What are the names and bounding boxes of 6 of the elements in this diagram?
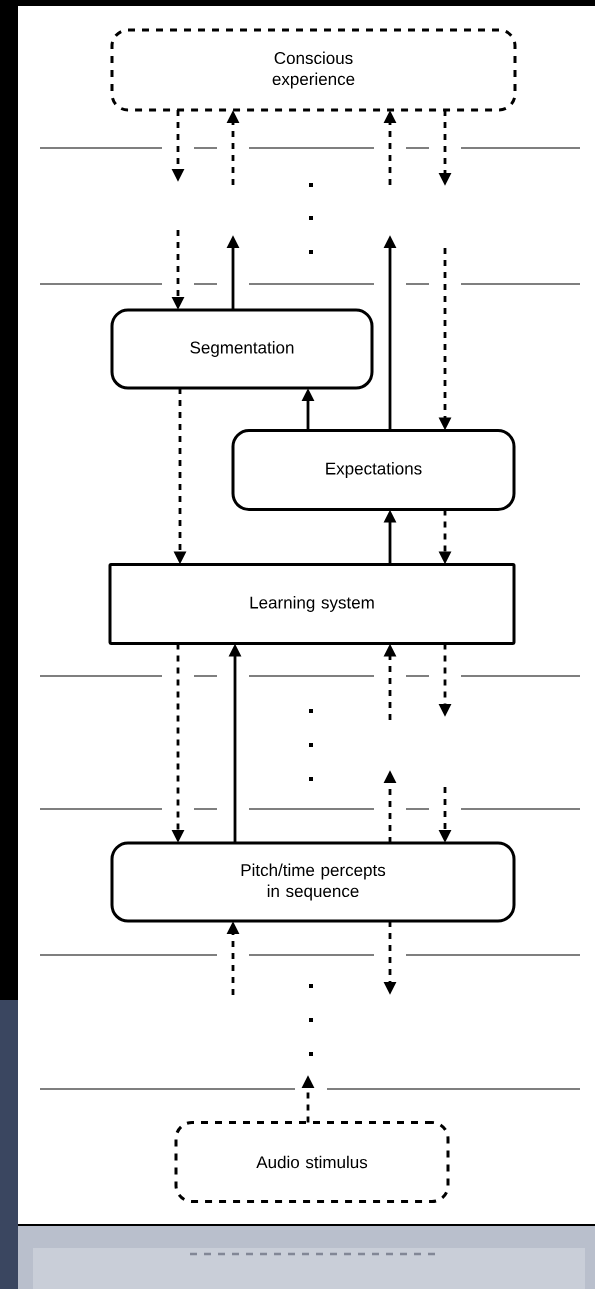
process-box: Segmentation	[110, 308, 374, 390]
dashed-rounded-box: Audio stimulus	[174, 1121, 450, 1203]
process-box: Expectations	[231, 429, 516, 511]
process-box: Learning system	[108, 563, 516, 645]
dashed-rounded-box: Conscious experience	[110, 28, 517, 112]
process-box: Pitch/time percepts in sequence	[110, 841, 516, 923]
